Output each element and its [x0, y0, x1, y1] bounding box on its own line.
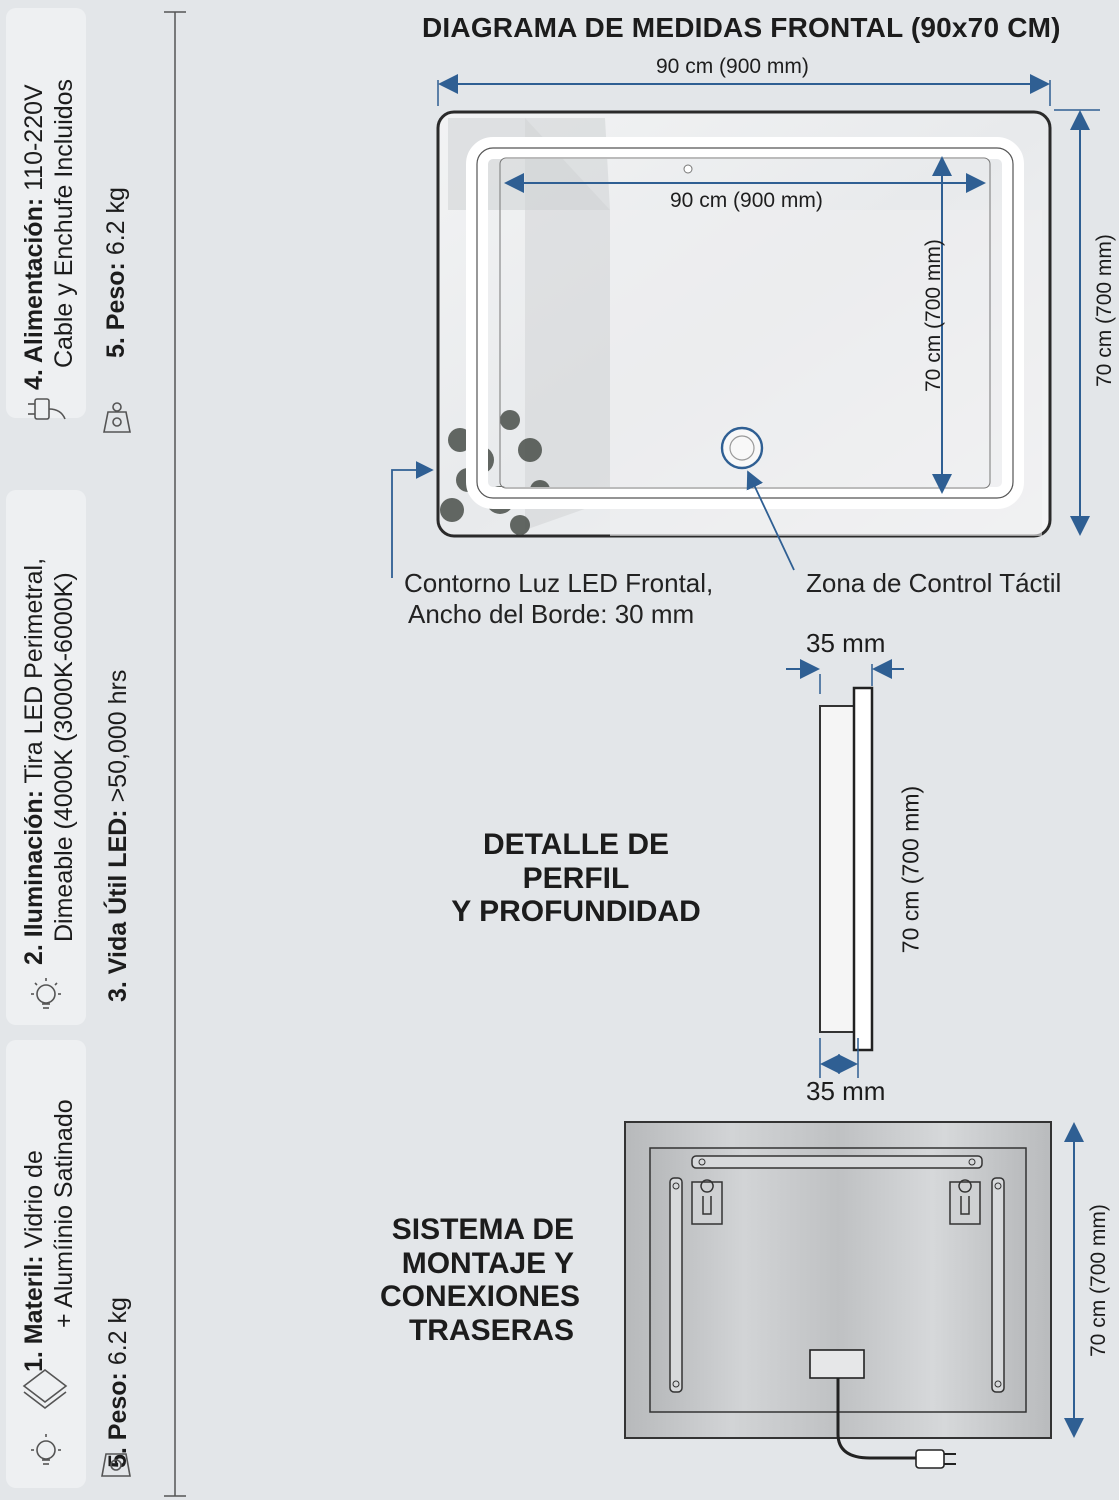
spec-lighting-line2: Dimeable (4000K (3000K-6000K)	[50, 572, 78, 942]
front-width-inner-label: 90 cm (900 mm)	[670, 189, 823, 212]
power-box	[809, 1349, 865, 1379]
bulb-icon	[31, 978, 61, 1009]
profile-glass	[852, 686, 874, 1052]
keyhole-hook-icon	[949, 1179, 981, 1225]
spec-power: 4. Alimentación: 110-220V	[20, 84, 48, 390]
callout-led-line2: Ancho del Borde: 30 mm	[408, 599, 695, 630]
spec-card-lighting	[6, 490, 86, 1025]
spec-lighting: 2. Iluminación: Tira LED Perimetral,	[20, 557, 48, 965]
power-cable	[836, 1378, 916, 1460]
weight-icon	[103, 402, 131, 433]
plug-icon	[28, 398, 66, 420]
back-title-line2: MONTAJE Y	[401, 1246, 574, 1280]
back-height-label: 70 cm (700 mm)	[1087, 1204, 1110, 1357]
profile-height-label: 70 cm (700 mm)	[897, 785, 924, 954]
front-diagram-title: DIAGRAMA DE MEDIDAS FRONTAL (90x70 CM)	[422, 12, 1061, 43]
back-diagram	[624, 1121, 1084, 1469]
front-width-outer-label: 90 cm (900 mm)	[656, 55, 809, 78]
plug-icon	[915, 1449, 956, 1469]
bulb-icon	[31, 1434, 61, 1465]
back-title-line1: SISTEMA DE	[391, 1213, 574, 1246]
back-title: SISTEMA DE MONTAJE Y CONEXIONES TRASERAS	[380, 1213, 581, 1347]
back-title-line4: TRASERAS	[408, 1313, 574, 1347]
spec-power-line2: Cable y Enchufe Incluidos	[50, 78, 78, 368]
top-rail	[691, 1155, 983, 1169]
front-diagram	[391, 74, 1100, 578]
profile-body	[819, 705, 859, 1033]
spec-weight-a: 5. Peso: 6.2 kg	[102, 187, 130, 358]
callout-touch-zone: Zona de Control Táctil	[806, 568, 1062, 598]
callout-led-contour: Contorno Luz LED Frontal, Ancho del Bord…	[404, 568, 713, 630]
profile-title-line2: Y PROFUNDIDAD	[451, 895, 701, 929]
spec-material-line2: + Alumíinio Satinado	[50, 1099, 78, 1328]
callout-led-line1: Contorno Luz LED Frontal,	[404, 568, 714, 598]
profile-title: DETALLE DE PERFIL Y PROFUNDIDAD	[436, 828, 716, 929]
profile-title-line1: DETALLE DE PERFIL	[482, 828, 670, 895]
touch-control-icon	[720, 426, 764, 470]
spec-lifespan: 3. Vida Útil LED: >50,000 hrs	[104, 669, 132, 1002]
spec-divider-line	[164, 11, 186, 1497]
layers-icon	[22, 1368, 68, 1410]
profile-depth-top-label: 35 mm	[806, 628, 886, 658]
profile-depth-bottom-label: 35 mm	[806, 1076, 886, 1106]
back-title-line3: CONEXIONES	[380, 1280, 581, 1314]
spec-card-power	[6, 8, 86, 418]
front-height-inner-label: 70 cm (700 mm)	[922, 239, 945, 392]
profile-diagram	[786, 659, 904, 1078]
weight-icon	[101, 1453, 131, 1477]
spec-material: 1. Materil: Vidrio de	[20, 1150, 48, 1372]
spec-card-material	[6, 1040, 86, 1488]
keyhole-hook-icon	[691, 1179, 723, 1225]
front-height-outer-label: 70 cm (700 mm)	[1093, 234, 1116, 387]
